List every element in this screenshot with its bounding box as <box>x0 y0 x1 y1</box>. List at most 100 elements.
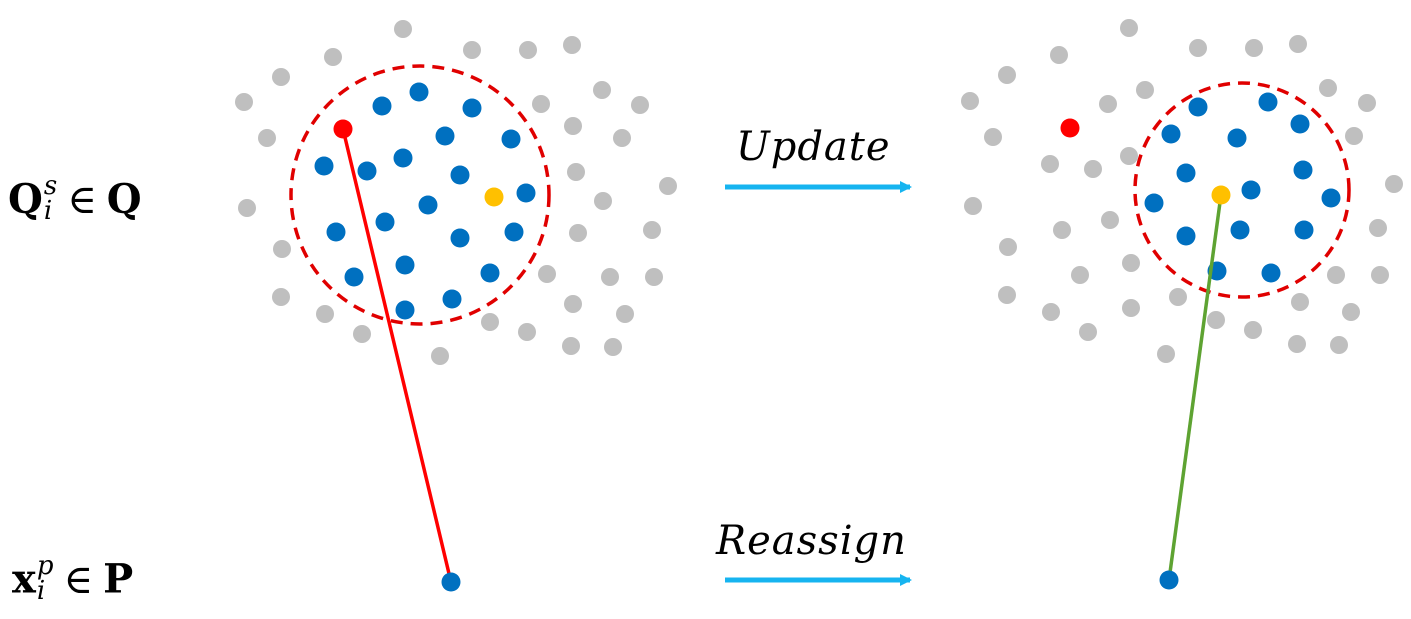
background-point <box>1122 254 1140 272</box>
query-subscript: i <box>43 195 53 226</box>
neighbor-point <box>1293 160 1313 180</box>
background-point <box>1289 35 1307 53</box>
background-point <box>1342 303 1360 321</box>
background-point <box>258 129 276 147</box>
neighbor-point <box>1294 220 1314 240</box>
neighbor-point <box>480 263 500 283</box>
neighbor-point <box>344 267 364 287</box>
background-point <box>1369 219 1387 237</box>
neighbor-point <box>375 212 395 232</box>
background-point <box>563 36 581 54</box>
reassign-label: Reassign <box>716 518 907 564</box>
neighbor-point <box>1261 263 1281 283</box>
left-neighbor-points <box>314 82 536 320</box>
neighbor-point <box>501 129 521 149</box>
point-superscript: p <box>36 551 54 581</box>
background-point <box>1101 211 1119 229</box>
assigned-point <box>441 572 461 592</box>
background-point <box>998 286 1016 304</box>
neighbor-point <box>409 82 429 102</box>
background-point <box>431 347 449 365</box>
background-point <box>1169 288 1187 306</box>
left-cluster <box>235 20 677 592</box>
background-point <box>1042 303 1060 321</box>
neighbor-point <box>314 156 334 176</box>
background-point <box>1319 79 1337 97</box>
background-point <box>999 238 1017 256</box>
background-point <box>324 48 342 66</box>
background-point <box>1071 266 1089 284</box>
background-point <box>567 163 585 181</box>
background-point <box>272 68 290 86</box>
neighbor-point <box>462 98 482 118</box>
neighbor-point <box>516 183 536 203</box>
neighbor-point <box>1230 220 1250 240</box>
background-point <box>1157 345 1175 363</box>
background-point <box>1207 311 1225 329</box>
neighbor-point <box>326 222 346 242</box>
updated-center-point <box>1211 185 1231 205</box>
background-point <box>631 96 649 114</box>
right-neighborhood-circle <box>1133 81 1351 299</box>
neighbor-point <box>1227 128 1247 148</box>
background-point <box>616 305 634 323</box>
selected-query-point <box>333 119 353 139</box>
update-label: Update <box>736 124 891 170</box>
background-point <box>569 224 587 242</box>
background-point <box>463 41 481 59</box>
background-point <box>1245 39 1263 57</box>
right-background-points <box>961 19 1403 363</box>
neighbor-point <box>1188 97 1208 117</box>
neighbor-point <box>395 255 415 275</box>
background-point <box>984 128 1002 146</box>
background-point <box>604 338 622 356</box>
left-neighborhood-circle <box>289 64 551 326</box>
neighbor-point <box>1258 92 1278 112</box>
background-point <box>659 177 677 195</box>
query-set-symbol: Q <box>106 175 142 223</box>
background-point <box>1244 321 1262 339</box>
background-point <box>353 325 371 343</box>
left-background-points <box>235 20 677 365</box>
neighbor-point <box>1290 114 1310 134</box>
background-point <box>272 288 290 306</box>
center-point <box>484 187 504 207</box>
background-point <box>564 295 582 313</box>
background-point <box>613 129 631 147</box>
right-neighbor-points <box>1144 92 1341 283</box>
neighbor-point <box>372 96 392 116</box>
background-point <box>1385 175 1403 193</box>
reassigned-point <box>1159 570 1179 590</box>
background-point <box>564 117 582 135</box>
background-point <box>594 192 612 210</box>
background-point <box>394 20 412 38</box>
background-point <box>538 265 556 283</box>
query-superscript: s <box>43 171 58 201</box>
neighbor-point <box>1241 180 1261 200</box>
background-point <box>1122 299 1140 317</box>
background-point <box>519 41 537 59</box>
background-point <box>562 337 580 355</box>
query-relation: ∈ <box>67 176 97 223</box>
background-point <box>961 92 979 110</box>
background-point <box>1330 336 1348 354</box>
background-point <box>1079 323 1097 341</box>
background-point <box>235 93 253 111</box>
background-point <box>1099 95 1117 113</box>
previous-query-point <box>1060 118 1080 138</box>
background-point <box>601 268 619 286</box>
background-point <box>1120 147 1138 165</box>
neighbor-point <box>393 148 413 168</box>
neighbor-point <box>504 222 524 242</box>
background-point <box>593 81 611 99</box>
new-assignment-line <box>1167 194 1223 581</box>
right-cluster <box>961 19 1403 590</box>
neighbor-point <box>1321 188 1341 208</box>
background-point <box>518 323 536 341</box>
neighbor-point <box>435 126 455 146</box>
background-point <box>1136 81 1154 99</box>
background-point <box>238 199 256 217</box>
